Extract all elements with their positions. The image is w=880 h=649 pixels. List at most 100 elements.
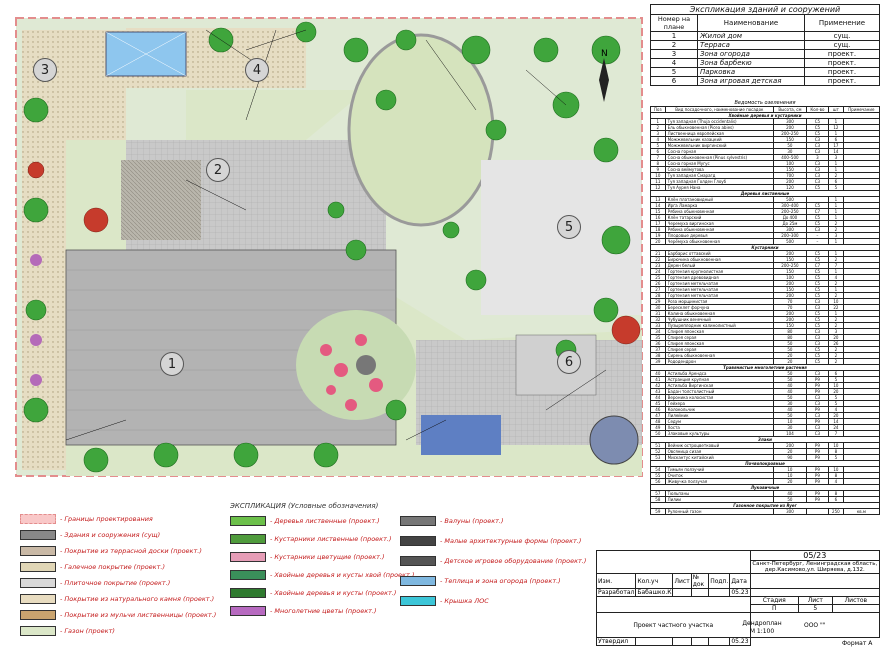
- legend-item: - Деревья лиственные (проект.): [230, 516, 380, 526]
- legend-item: - Теплица и зона огорода (проект.): [400, 576, 561, 586]
- sheet-value: 5: [797, 604, 833, 613]
- explication-cell: 6: [650, 76, 698, 86]
- project-name: Проект частного участка: [596, 612, 751, 638]
- legend-swatch: [20, 562, 56, 572]
- explication-cell: Зона игровая детская: [697, 76, 805, 86]
- plants-cell: кв.м: [842, 508, 880, 515]
- legend-label: - Малые архитектурные формы (проект.): [440, 537, 582, 545]
- plants-cell: 250: [828, 508, 844, 515]
- explication-cell: Зона огорода: [697, 49, 805, 59]
- legend-swatch: [230, 588, 266, 598]
- legend-label: - Валуны (проект.): [440, 517, 504, 525]
- legend-swatch: [20, 610, 56, 620]
- legend: ЭКСПЛИКАЦИЯ (Условные обозначения) - Гра…: [20, 502, 586, 642]
- stamp-role-cell: 05.23: [729, 637, 751, 646]
- legend-label: - Плиточное покрытие (проект.): [60, 579, 171, 587]
- stamp-role-cell: Подп.: [708, 573, 731, 589]
- legend-item: - Хвойные деревья и кусты (проект.): [230, 588, 396, 598]
- legend-item: - Малые архитектурные формы (проект.): [400, 536, 581, 546]
- explication-table: Экспликация зданий и сооружений Номер на…: [650, 4, 880, 86]
- explication-cell: сущ.: [804, 40, 880, 50]
- legend-label: - Хвойные деревья и кусты хвой (проект.): [270, 571, 415, 579]
- address: Санкт-Петербург, Ленинградская область, …: [749, 560, 880, 574]
- legend-label: - Газон (проект): [60, 627, 115, 635]
- explication-cell: Жилой дом: [697, 31, 805, 41]
- legend-swatch: [230, 606, 266, 616]
- legend-swatch: [20, 530, 56, 540]
- plants-header: Примечание: [842, 106, 880, 113]
- explication-header: Применение: [804, 14, 880, 32]
- plan-label-5: 5: [557, 215, 581, 239]
- plants-cell: Рулонный газон: [664, 508, 775, 515]
- legend-swatch: [20, 578, 56, 588]
- plan-label-4: 4: [245, 58, 269, 82]
- legend-item: - Детское игровое оборудование (проект.): [400, 556, 586, 566]
- legend-swatch: [20, 594, 56, 604]
- explication-cell: 1: [650, 31, 698, 41]
- plants-cell: 300: [773, 508, 807, 515]
- stamp-role-cell: Кол.уч: [635, 573, 674, 589]
- stamp-role-cell: Разработал: [595, 588, 637, 597]
- explication-cell: Терраса: [697, 40, 805, 50]
- legend-swatch: [230, 516, 266, 526]
- legend-item: - Плиточное покрытие (проект.): [20, 578, 170, 588]
- legend-label: - Деревья лиственные (проект.): [270, 517, 380, 525]
- legend-label: - Теплица и зона огорода (проект.): [440, 577, 561, 585]
- explication-cell: 5: [650, 67, 698, 77]
- plants-cell: 59: [650, 508, 666, 515]
- legend-label: - Кустарники лиственные (проект.): [270, 535, 392, 543]
- stage-value: П: [749, 604, 799, 613]
- stamp-role-cell: № док: [690, 573, 710, 589]
- scale: М 1:100: [749, 628, 775, 635]
- plants-header: Высота, см: [773, 106, 807, 113]
- legend-label: - Здания и сооружения (сущ): [60, 531, 161, 539]
- legend-swatch: [400, 556, 436, 566]
- explication-cell: проект.: [804, 49, 880, 59]
- explication-cell: Зона барбекю: [697, 58, 805, 68]
- plants-header: Вид посадочного, наименование посадок: [664, 106, 775, 113]
- legend-swatch: [400, 596, 436, 606]
- stamp-role-cell: [690, 588, 710, 597]
- stamp-role-cell: Утвердил: [595, 637, 637, 646]
- legend-title: ЭКСПЛИКАЦИЯ (Условные обозначения): [230, 502, 379, 510]
- sheets-header: Листов: [831, 596, 880, 605]
- plan-label-6: 6: [557, 350, 581, 374]
- explication-cell: 2: [650, 40, 698, 50]
- title-block: 05/23 Санкт-Петербург, Ленинградская обл…: [595, 550, 880, 646]
- explication-header: Номер на плане: [650, 14, 698, 32]
- explication-cell: 4: [650, 58, 698, 68]
- stamp-role-cell: [708, 637, 731, 646]
- stamp-role-cell: [690, 637, 710, 646]
- legend-label: - Многолетние цветы (проект.): [270, 607, 377, 615]
- plan-label-1: 1: [160, 352, 184, 376]
- legend-swatch: [230, 570, 266, 580]
- legend-item: - Покрытие из террасной доски (проект.): [20, 546, 202, 556]
- sheet-header: Лист: [797, 596, 833, 605]
- stamp-role-cell: 05.23: [729, 588, 751, 597]
- legend-swatch: [400, 536, 436, 546]
- legend-item: - Покрытие из мульчи лиственницы (проект…: [20, 610, 216, 620]
- plants-title: Ведомость озеленения: [734, 100, 796, 106]
- stamp-role-cell: [708, 588, 731, 597]
- compass-label: N: [601, 49, 608, 59]
- explication-cell: Парковка: [697, 67, 805, 77]
- legend-item: - Хвойные деревья и кусты хвой (проект.): [230, 570, 414, 580]
- stamp-role-cell: Бабашко.К: [635, 588, 674, 597]
- legend-label: - Покрытие из мульчи лиственницы (проект…: [60, 611, 217, 619]
- legend-label: - Покрытие из натурального камня (проект…: [60, 595, 215, 603]
- legend-swatch: [400, 516, 436, 526]
- stamp-filler: [749, 588, 880, 597]
- legend-item: - Покрытие из натурального камня (проект…: [20, 594, 214, 604]
